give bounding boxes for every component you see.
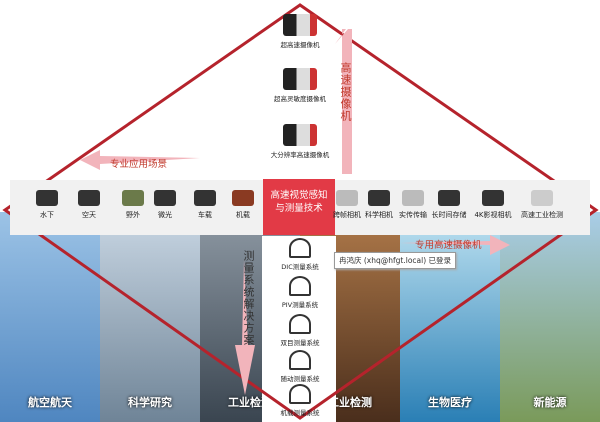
scenario-item[interactable]: 机载 <box>218 190 268 220</box>
item-label: 机载 <box>236 211 250 219</box>
camera-icon <box>154 190 176 206</box>
camera-icon <box>283 14 317 36</box>
special-camera-item[interactable]: 科学相机 <box>354 190 404 220</box>
photo-label: 工业检测 <box>228 396 272 409</box>
scenario-item[interactable]: 野外 <box>108 190 158 220</box>
arrow-label-top: 高速摄像机 <box>339 62 352 122</box>
item-label: 长时间存储 <box>431 211 467 219</box>
measurement-item[interactable]: 双目测量系统 <box>268 314 332 347</box>
camera-icon <box>194 190 216 206</box>
camera-label: 超高速摄像机 <box>280 41 320 49</box>
special-camera-item[interactable]: 长时间存储 <box>424 190 474 220</box>
item-label: 双目测量系统 <box>280 339 320 347</box>
measurement-item[interactable]: 随动测量系统 <box>268 350 332 383</box>
photo-aerospace: 航空航天 <box>0 212 100 422</box>
product-icon <box>36 190 58 206</box>
scenario-item[interactable]: 车载 <box>180 190 230 220</box>
item-label: 机载测量系统 <box>280 409 320 417</box>
special-camera-item[interactable]: 4K影视相机 <box>468 190 518 220</box>
photo-new-energy: 新能源 <box>500 212 600 422</box>
item-label: 车载 <box>198 211 212 219</box>
drone-icon <box>78 190 100 206</box>
arrow-label-bottom: 测量系统解决方案 <box>242 250 255 346</box>
item-label: 水下 <box>40 211 54 219</box>
vehicle-icon <box>122 190 144 206</box>
photo-label: 科学研究 <box>128 396 172 409</box>
airborne-system-icon <box>289 384 311 404</box>
scenario-item[interactable]: 微光 <box>140 190 190 220</box>
item-label: 跨帧相机 <box>333 211 361 219</box>
special-camera-item[interactable]: 高速工业检测 <box>512 190 572 220</box>
item-label: 随动测量系统 <box>280 375 320 383</box>
item-label: 高速工业检测 <box>521 211 563 219</box>
camera-item[interactable]: 超高速摄像机 <box>270 14 330 49</box>
special-camera-item[interactable]: 实传传输 <box>388 190 438 220</box>
item-label: 微光 <box>158 211 172 219</box>
camera-icon <box>336 190 358 206</box>
item-label: 野外 <box>126 211 140 219</box>
special-camera-item[interactable]: 跨帧相机 <box>322 190 372 220</box>
measurement-item[interactable]: 机载测量系统 <box>268 384 332 417</box>
item-label: 实传传输 <box>399 211 427 219</box>
scenario-item[interactable]: 水下 <box>22 190 72 220</box>
piv-system-icon <box>289 276 311 296</box>
camera-icon <box>283 124 317 146</box>
photo-label: 生物医疗 <box>428 396 472 409</box>
lens-icon <box>438 190 460 206</box>
scenario-item[interactable]: 空天 <box>64 190 114 220</box>
photo-science: 科学研究 <box>100 212 200 422</box>
photo-label: 航空航天 <box>28 396 72 409</box>
cine-camera-icon <box>482 190 504 206</box>
application-photo-strip: 航空航天 科学研究 工业检测 工业检测 生物医疗 新能源 <box>0 212 600 422</box>
inspection-system-icon <box>531 190 553 206</box>
login-tooltip: 冉鸿庆 (xhq@hfgt.local) 已登录 <box>334 252 457 269</box>
item-label: PIV测量系统 <box>281 301 319 309</box>
measurement-item[interactable]: DIC测量系统 <box>268 238 332 271</box>
arrow-label-left: 专业应用场景 <box>110 159 168 170</box>
tripod-icon <box>289 350 311 370</box>
item-label: 科学相机 <box>365 211 393 219</box>
photo-biomedical: 生物医疗 <box>400 212 500 422</box>
center-title-box: 高速视觉感知与测量技术 <box>263 179 335 235</box>
photo-label: 新能源 <box>533 396 567 409</box>
item-label: DIC测量系统 <box>281 263 319 271</box>
photo-label: 工业检测 <box>328 396 372 409</box>
camera-icon <box>402 190 424 206</box>
arrow-label-right: 专用高速摄像机 <box>415 240 482 251</box>
camera-item[interactable]: 超高灵敏度摄像机 <box>270 68 330 103</box>
camera-icon <box>283 68 317 90</box>
camera-icon <box>368 190 390 206</box>
item-label: 空天 <box>82 211 96 219</box>
camera-item[interactable]: 大分辨率高速摄像机 <box>270 124 330 159</box>
item-label: 4K影视相机 <box>474 211 512 219</box>
camera-label: 超高灵敏度摄像机 <box>274 95 326 103</box>
measurement-item[interactable]: PIV测量系统 <box>268 276 332 309</box>
tripod-icon <box>289 314 311 334</box>
camera-icon <box>232 190 254 206</box>
dic-system-icon <box>289 238 311 258</box>
camera-label: 大分辨率高速摄像机 <box>270 151 330 159</box>
